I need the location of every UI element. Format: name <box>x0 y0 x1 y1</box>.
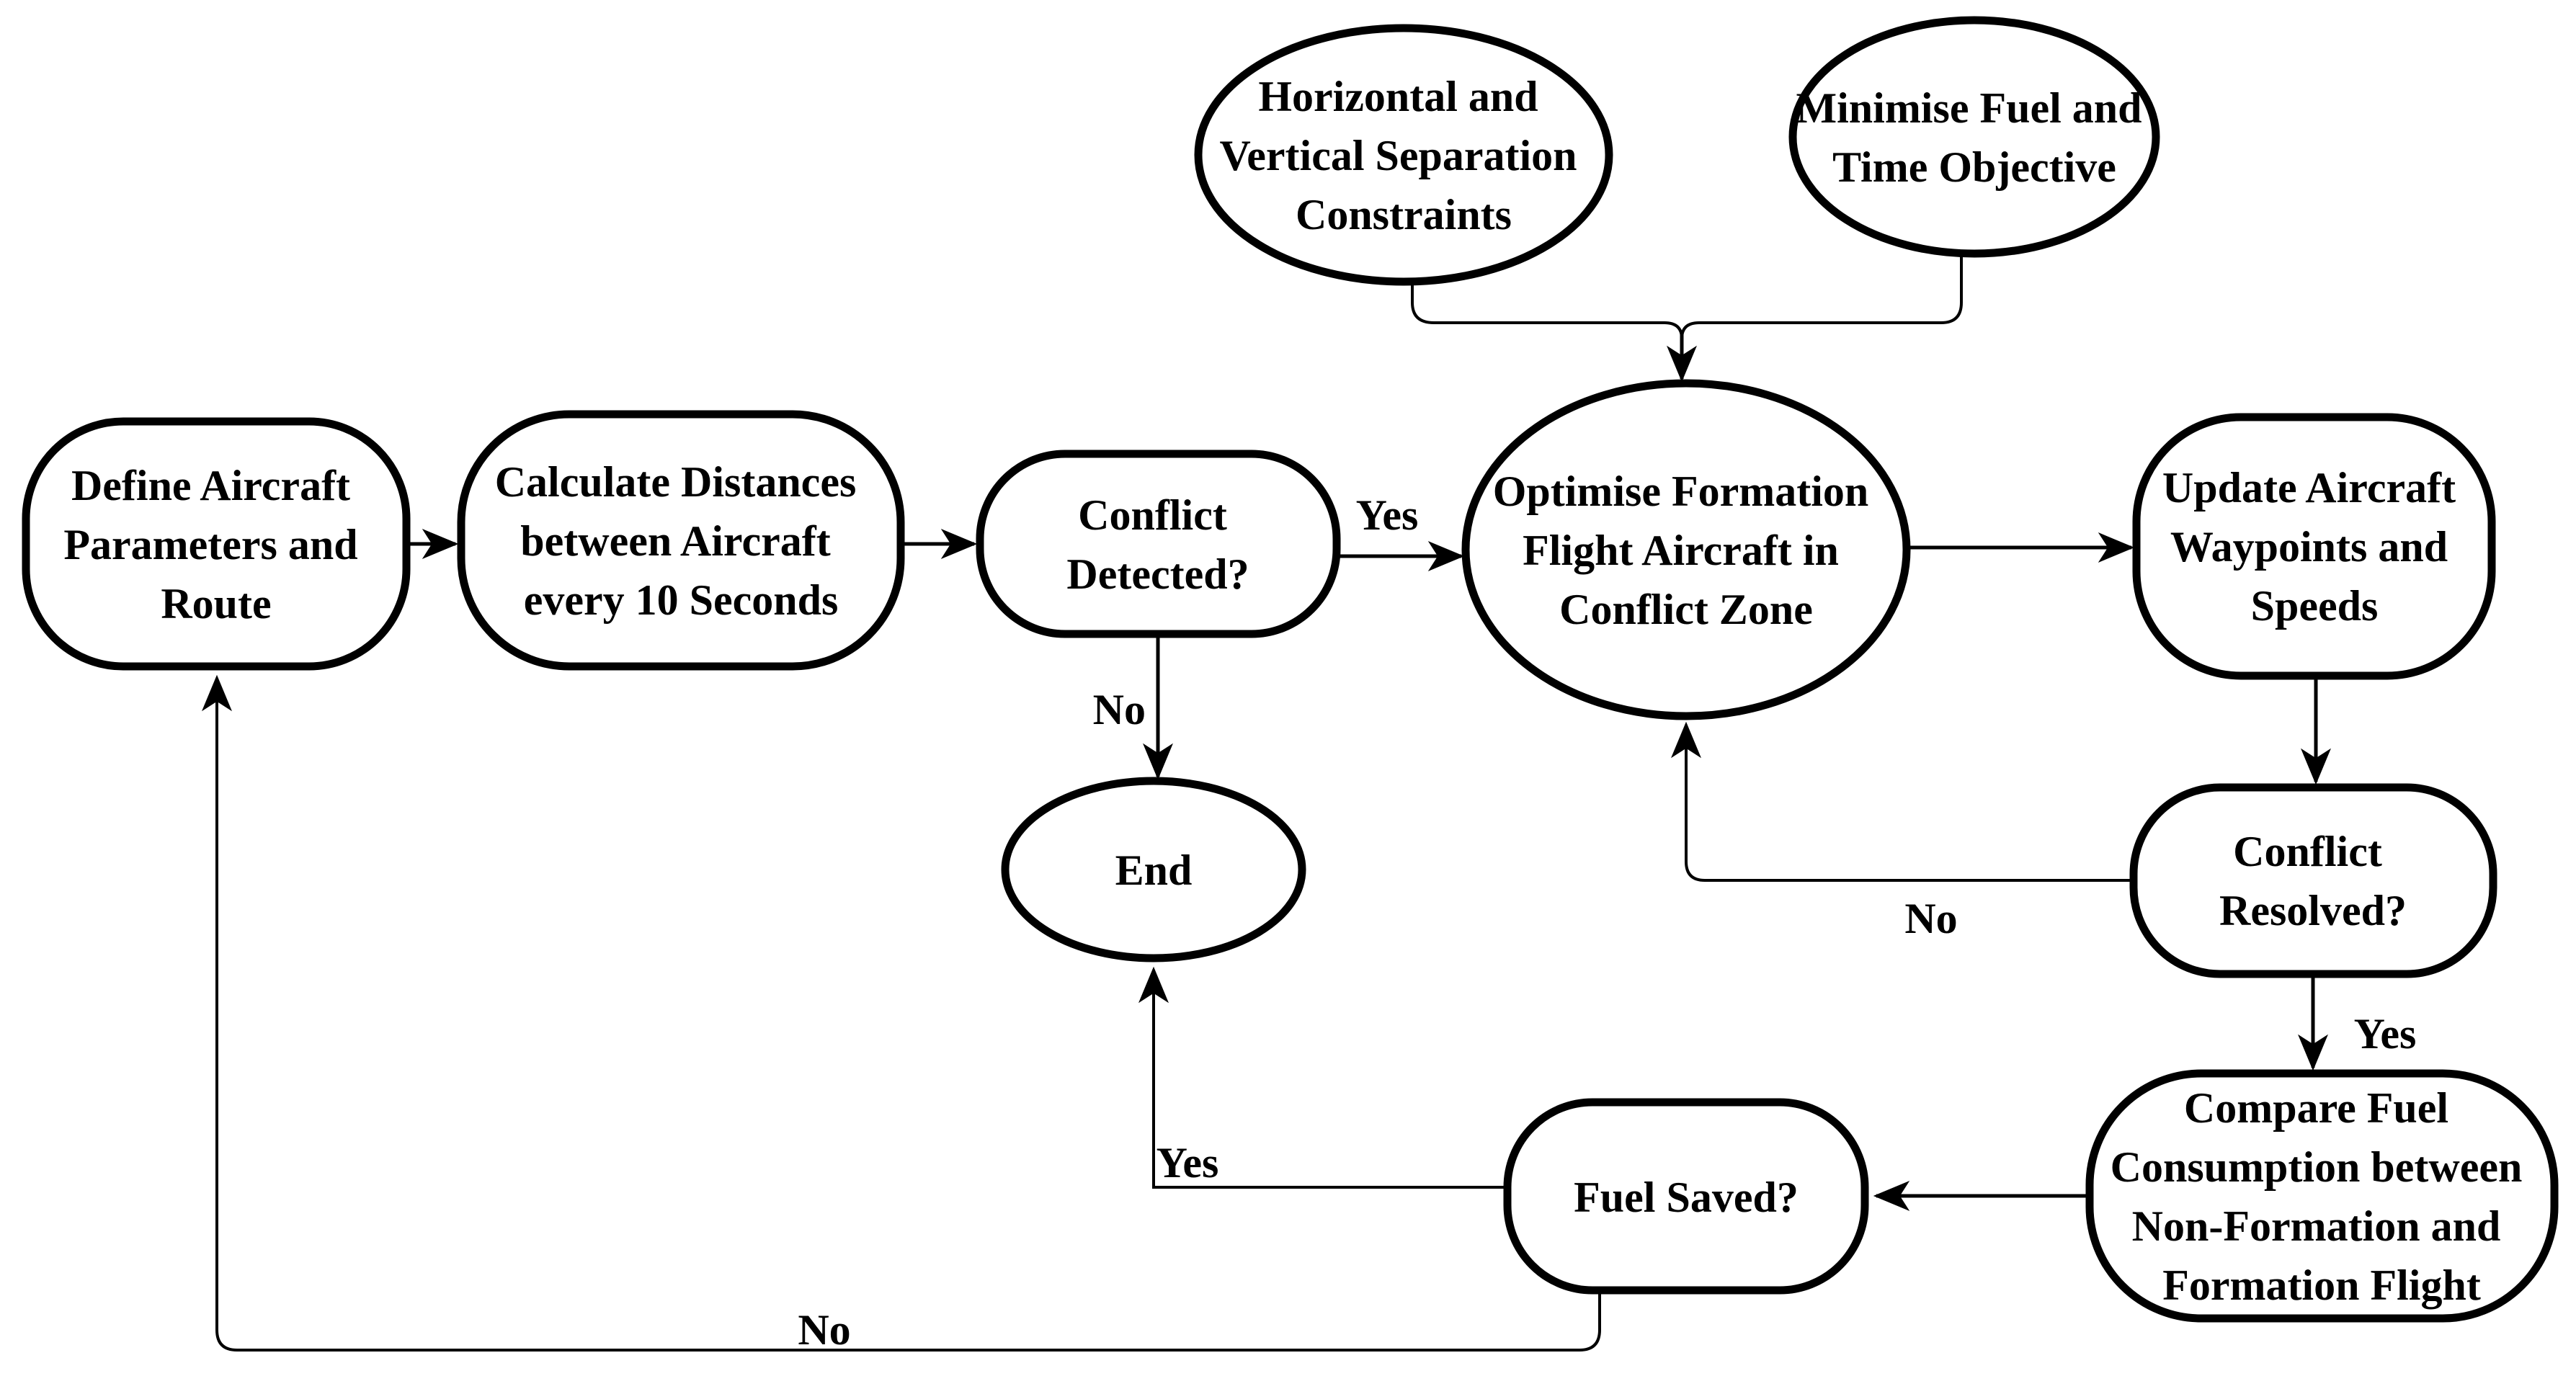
edge-label-fuel-saved-no: No <box>798 1306 850 1354</box>
node-update: Update Aircraft Waypoints and Speeds <box>2132 413 2496 680</box>
edge-label-conflict-resolved-yes: Yes <box>2354 1010 2417 1058</box>
node-calculate: Calculate Distances between Aircraft eve… <box>457 410 905 671</box>
edge-label-conflict-detected-no: No <box>1093 686 1146 733</box>
compare-shape <box>2085 1069 2559 1323</box>
node-conflict-resolved: Conflict Resolved? <box>2129 783 2497 978</box>
edge-minimise-objective-to-merge <box>1680 251 1963 339</box>
compare-label: Compare Fuel Consumption between Non-For… <box>2111 1084 2533 1309</box>
node-end: End <box>1001 777 1306 962</box>
node-horizontal-constraints: Horizontal and Vertical Separation Const… <box>1194 24 1613 286</box>
edge-conflict-resolved-to-optimise <box>1671 721 2134 882</box>
edge-label-conflict-detected-yes: Yes <box>1356 491 1419 539</box>
end-label: End <box>1115 846 1193 894</box>
calculate-shape <box>457 410 905 671</box>
conflict-resolved-shape <box>2129 783 2497 978</box>
node-conflict-detected: Conflict Detected? <box>976 450 1341 638</box>
node-fuel-saved: Fuel Saved? <box>1503 1098 1869 1295</box>
define-label: Define Aircraft Parameters and Route <box>63 462 368 627</box>
node-define: Define Aircraft Parameters and Route <box>22 417 411 671</box>
update-label: Update Aircraft Waypoints and Speeds <box>2162 464 2466 630</box>
edge-label-fuel-saved-yes: Yes <box>1156 1139 1219 1187</box>
conflict-detected-shape <box>976 450 1341 638</box>
node-minimise-objective: Minimise Fuel and Time Objective <box>1788 16 2160 258</box>
fuel-saved-shape <box>1503 1098 1869 1295</box>
end-shape <box>1001 777 1306 962</box>
fuel-saved-label: Fuel Saved? <box>1574 1174 1799 1221</box>
edge-label-conflict-resolved-no: No <box>1904 895 1957 942</box>
edge-fuel-saved-to-define <box>202 674 1601 1352</box>
node-optimise: Optimise Formation Flight Aircraft in Co… <box>1461 379 1911 720</box>
node-compare: Compare Fuel Consumption between Non-For… <box>2085 1069 2559 1323</box>
conflict-detected-label: Conflict Detected? <box>1066 491 1249 598</box>
optimise-shape <box>1461 379 1911 720</box>
minimise-objective-label: Minimise Fuel and Time Objective <box>1796 84 2152 191</box>
update-shape <box>2132 413 2496 680</box>
edge-fuel-saved-to-end <box>1138 966 1507 1189</box>
calculate-label: Calculate Distances between Aircraft eve… <box>495 458 868 624</box>
horizontal-constraints-shape <box>1194 24 1613 286</box>
optimise-label: Optimise Formation Flight Aircraft in Co… <box>1493 468 1880 633</box>
minimise-objective-shape <box>1788 16 2160 258</box>
edge-horizontal-constraints-to-merge <box>1411 280 1683 339</box>
horizontal-constraints-label: Horizontal and Vertical Separation Const… <box>1219 73 1587 238</box>
conflict-resolved-label: Conflict Resolved? <box>2219 828 2407 934</box>
define-shape <box>22 417 411 671</box>
